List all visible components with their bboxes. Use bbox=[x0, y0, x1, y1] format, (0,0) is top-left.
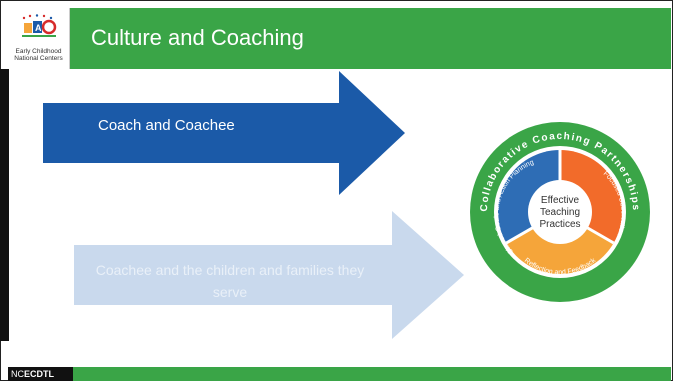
footer-brand: NCECDTL bbox=[8, 367, 73, 381]
primary-arrow bbox=[43, 71, 405, 195]
footer-brand-prefix: NC bbox=[11, 369, 24, 379]
coaching-model-diagram: Collaborative Coaching Partnerships Shar… bbox=[470, 122, 650, 302]
svg-text:A: A bbox=[35, 23, 42, 33]
center-line-3: Practices bbox=[539, 219, 580, 230]
ecnc-logo-icon: A bbox=[22, 14, 57, 37]
secondary-arrow-label: Coachee and the children and families th… bbox=[95, 262, 365, 300]
header-bar: A Early Childhood National Centers Cultu… bbox=[8, 8, 671, 69]
logo: A Early Childhood National Centers bbox=[8, 8, 70, 69]
center-line-1: Effective bbox=[541, 195, 580, 206]
secondary-arrow bbox=[74, 211, 464, 339]
logo-text-line2: National Centers bbox=[14, 55, 63, 62]
primary-arrow-label: Coach and Coachee bbox=[98, 117, 235, 134]
footer-brand-suffix: ECDTL bbox=[24, 369, 54, 379]
logo-text-line1: Early Childhood bbox=[15, 48, 62, 55]
center-line-2: Teaching bbox=[540, 207, 580, 218]
left-edge-bar bbox=[0, 69, 9, 341]
page-title: Culture and Coaching bbox=[91, 25, 304, 50]
center-circle bbox=[528, 180, 592, 244]
footer-bar bbox=[8, 367, 671, 381]
